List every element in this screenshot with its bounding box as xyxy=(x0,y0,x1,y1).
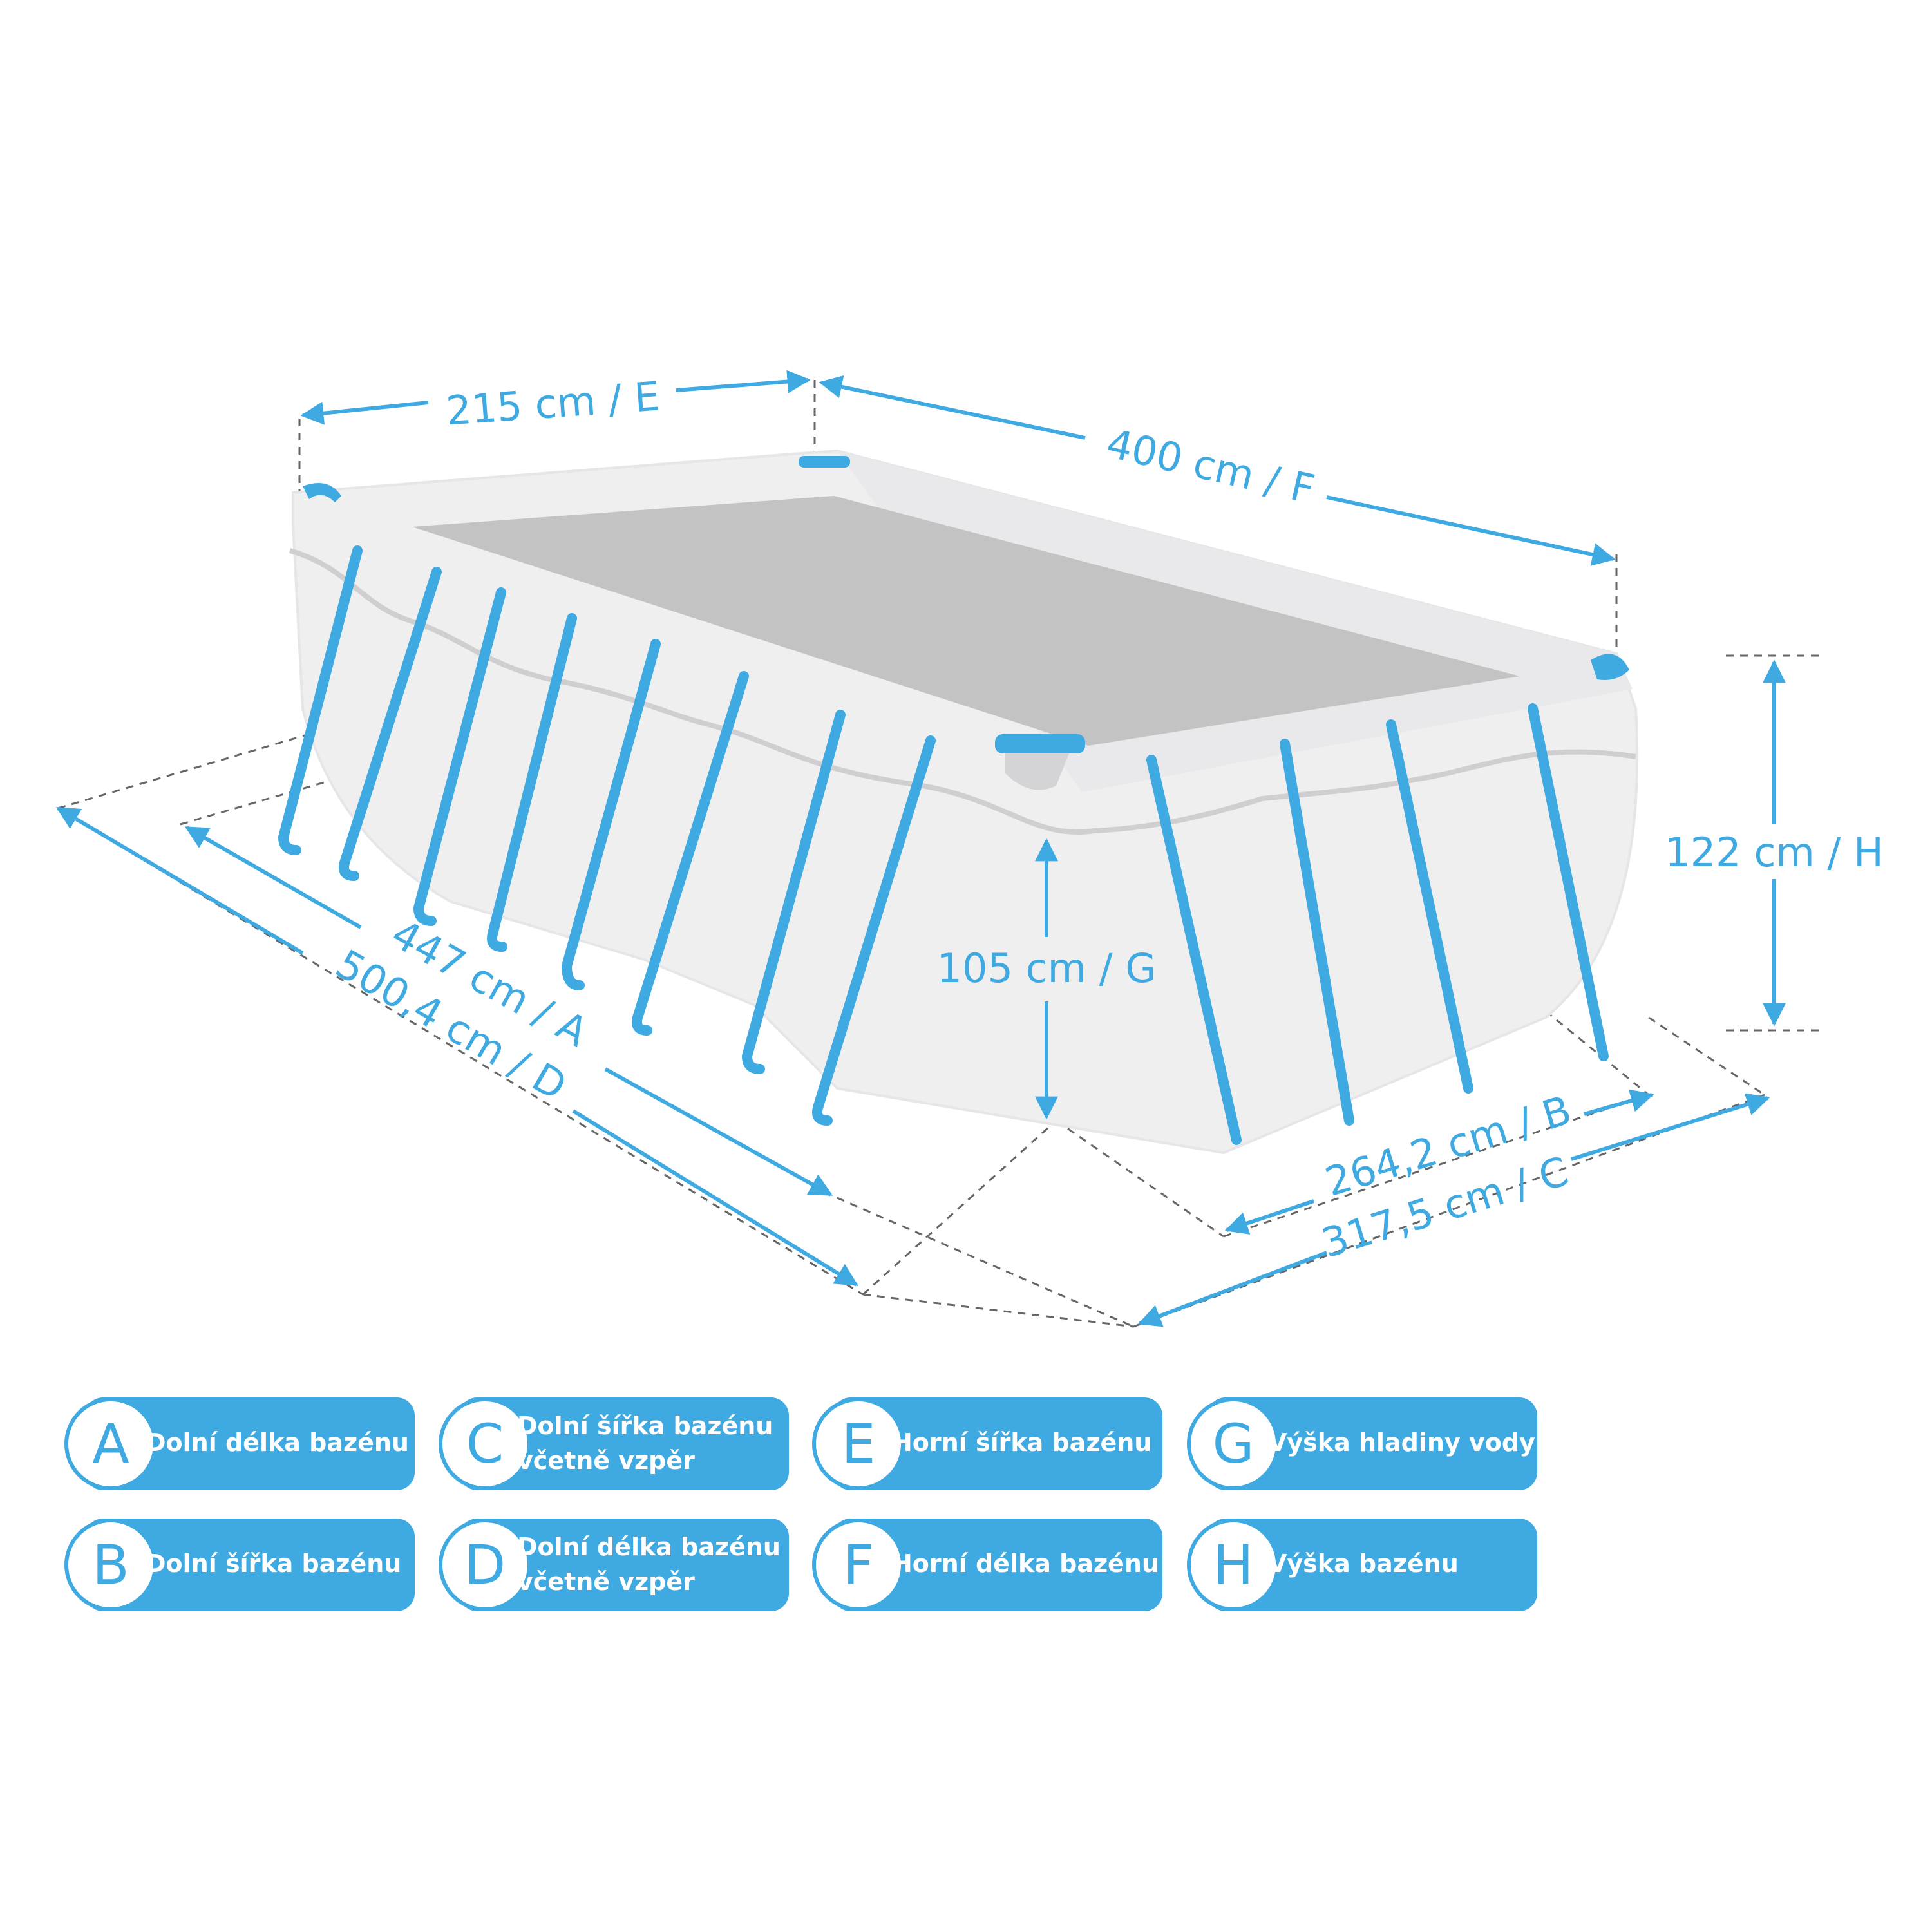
legend-text: Horní šířka bazénu xyxy=(892,1428,1152,1457)
legend-letter: C xyxy=(439,1397,531,1490)
dim-label-g: 105 cm / G xyxy=(937,945,1157,992)
water-surface xyxy=(412,496,1520,746)
dim-label-f: 400 cm / F xyxy=(1103,420,1320,513)
legend-text: Horní délka bazénu xyxy=(892,1549,1159,1578)
legend-letter: B xyxy=(64,1519,157,1611)
pool-body xyxy=(289,449,1639,1155)
legend-text: Dolní délka bazénu včetně vzpěr xyxy=(517,1533,781,1596)
legend-text: Dolní šířka bazénu xyxy=(146,1549,402,1578)
legend-text: Výška bazénu xyxy=(1268,1549,1459,1578)
dim-label-h: 122 cm / H xyxy=(1665,829,1883,876)
ground-outline xyxy=(57,380,1823,1328)
legend-letter: F xyxy=(812,1519,905,1611)
dimension-arrows xyxy=(55,370,1786,1327)
legend-text: Dolní délka bazénu xyxy=(146,1428,409,1457)
pool-legs xyxy=(278,545,1609,1145)
dim-label-e: 215 cm / E xyxy=(444,373,661,435)
rail-clips xyxy=(303,456,1629,753)
legend-letter: H xyxy=(1187,1519,1280,1611)
legend-text: Dolní šířka bazénu včetně vzpěr xyxy=(517,1412,773,1475)
legend-text: Výška hladiny vody xyxy=(1268,1428,1535,1457)
legend-letter: E xyxy=(812,1397,905,1490)
legend-letter: G xyxy=(1187,1397,1280,1490)
legend-letter: D xyxy=(439,1519,531,1611)
legend-letter: A xyxy=(64,1397,157,1490)
